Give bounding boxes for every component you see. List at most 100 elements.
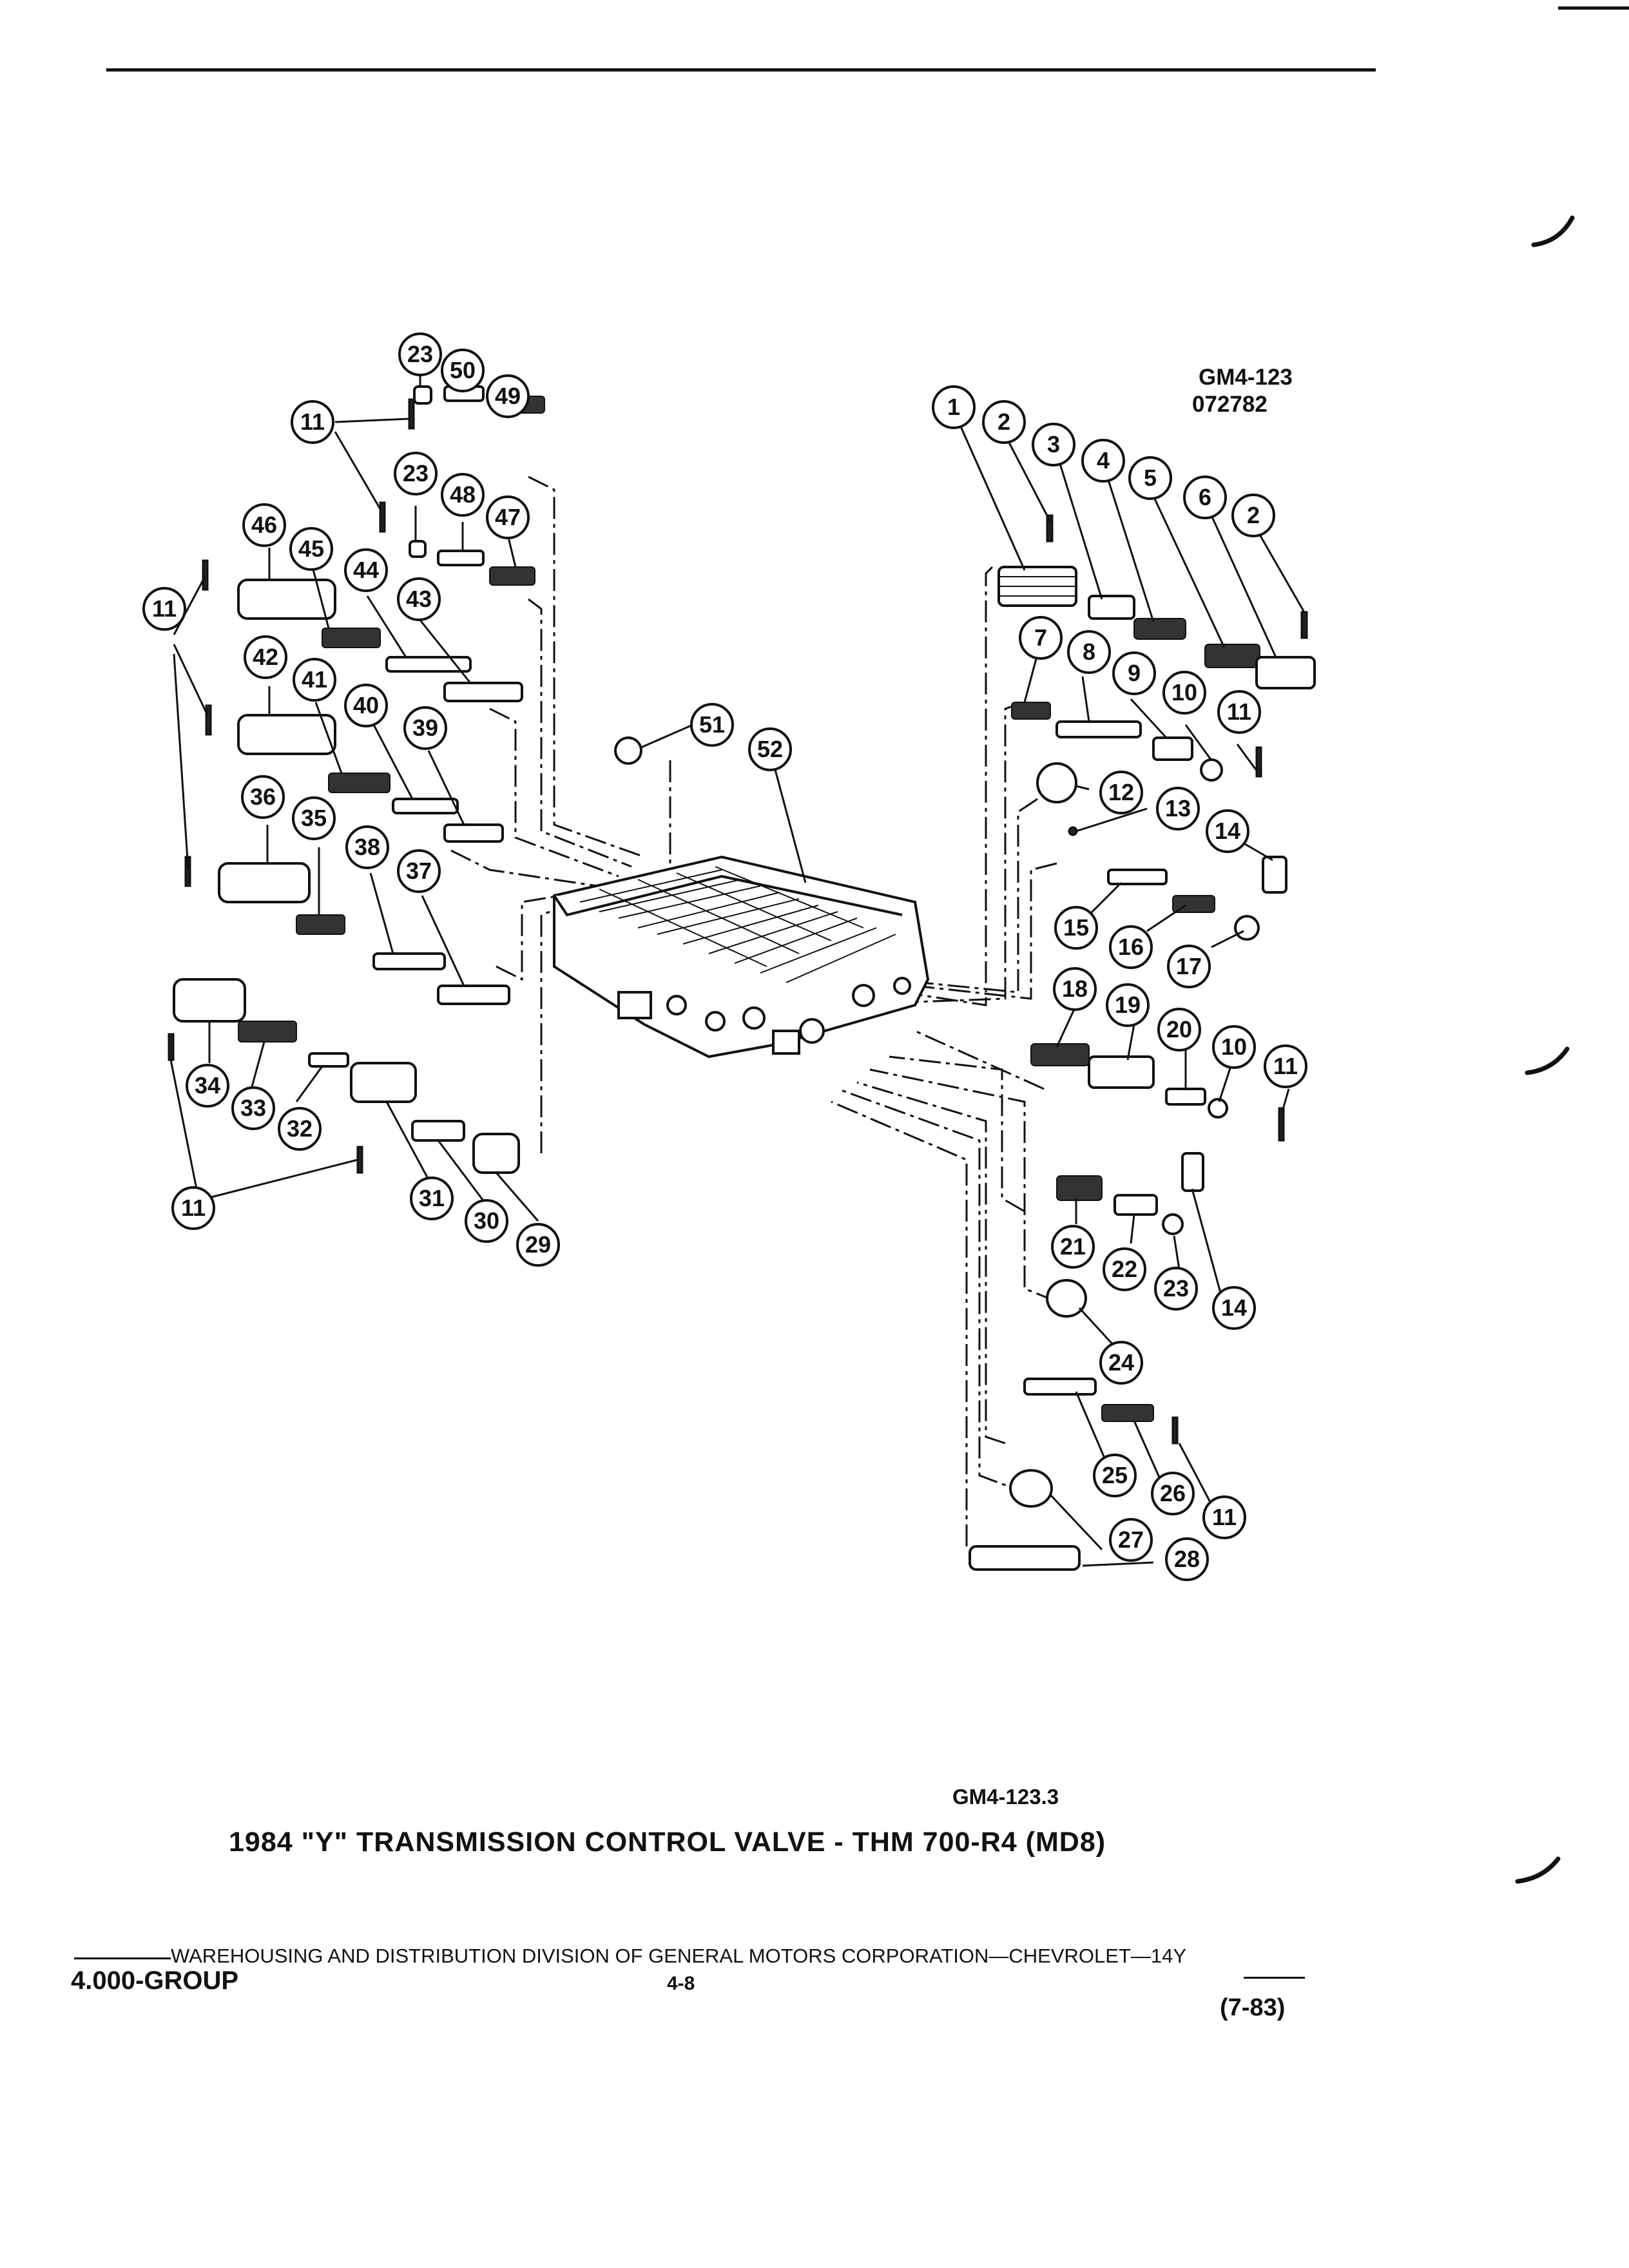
callout-37: 37 — [397, 849, 441, 893]
callout-8: 8 — [1067, 630, 1111, 674]
part-29-plug — [472, 1133, 520, 1174]
callout-39: 39 — [403, 706, 447, 750]
callout-number: 30 — [474, 1207, 499, 1234]
assembly-lines — [450, 476, 1057, 1546]
callout-circle — [486, 374, 530, 418]
callout-11: 11 — [1264, 1044, 1307, 1088]
callout-circle — [1206, 809, 1249, 853]
part-22-valve — [1113, 1194, 1158, 1216]
callout-number: 7 — [1034, 624, 1047, 651]
callout-number: 10 — [1171, 679, 1197, 706]
valve-body — [553, 855, 930, 1059]
part-11-pin-c — [1171, 1416, 1179, 1445]
part-26-spring — [1101, 1404, 1154, 1422]
callout-circle — [1099, 1341, 1143, 1385]
callout-11: 11 — [171, 1186, 215, 1230]
part-35-spring — [296, 914, 345, 935]
callout-number: 11 — [1273, 1053, 1298, 1079]
callout-30: 30 — [465, 1199, 508, 1243]
part-6-sleeve — [1255, 656, 1316, 689]
part-51-plug — [614, 736, 642, 765]
callout-number: 18 — [1062, 975, 1088, 1002]
callout-number: 43 — [406, 586, 432, 612]
callout-circle — [1032, 423, 1075, 466]
callout-circle — [932, 385, 976, 429]
part-11-pin-f2 — [356, 1146, 363, 1174]
callout-6: 6 — [1183, 476, 1227, 519]
binding-mark — [1525, 1046, 1570, 1075]
callout-circle — [289, 527, 333, 571]
callout-circle — [1157, 1008, 1201, 1052]
part-27-plug — [1009, 1469, 1053, 1508]
callout-circle — [242, 503, 286, 547]
part-34-sleeve — [173, 978, 246, 1023]
callout-number: 23 — [407, 341, 433, 367]
callout-22: 22 — [1103, 1247, 1146, 1291]
callout-26: 26 — [1151, 1472, 1195, 1515]
part-10-plug — [1200, 758, 1223, 782]
callout-number: 17 — [1176, 953, 1202, 979]
callout-44: 44 — [344, 548, 388, 592]
part-23-plug-c — [409, 540, 427, 558]
callout-19: 19 — [1106, 983, 1150, 1027]
part-15-valve — [1107, 869, 1168, 885]
callout-circle — [1183, 476, 1227, 519]
part-37-valve — [437, 985, 510, 1005]
callout-number: 23 — [403, 460, 429, 486]
callout-circle — [1103, 1247, 1146, 1291]
figure-date: 072782 — [1192, 392, 1268, 417]
callout-31: 31 — [410, 1177, 454, 1220]
callout-number: 19 — [1115, 992, 1141, 1018]
callout-number: 6 — [1199, 484, 1211, 510]
callout-number: 42 — [253, 644, 278, 670]
callout-43: 43 — [397, 577, 441, 621]
callout-24: 24 — [1099, 1341, 1143, 1385]
callout-28: 28 — [1165, 1537, 1209, 1581]
callout-number: 12 — [1108, 779, 1134, 805]
part-40-valve — [392, 798, 459, 814]
callout-circle — [1054, 906, 1098, 950]
callout-circle — [398, 332, 442, 376]
part-19-sleeve — [1088, 1055, 1155, 1089]
callout-3: 3 — [1032, 423, 1075, 466]
part-10-plug-b — [1208, 1098, 1228, 1119]
part-38-valve — [372, 952, 446, 970]
callout-circle — [231, 1086, 275, 1130]
part-11-pin-d — [408, 398, 415, 430]
callout-circle — [1099, 771, 1143, 814]
footer-line: WAREHOUSING AND DISTRIBUTION DIVISION OF… — [171, 1945, 1187, 1967]
callout-circle — [1212, 1025, 1256, 1069]
part-45-spring — [322, 628, 381, 648]
callout-20: 20 — [1157, 1008, 1201, 1052]
footer-page: 4-8 — [667, 1973, 695, 1994]
callout-number: 11 — [1212, 1504, 1237, 1530]
callout-23: 23 — [1154, 1267, 1198, 1311]
callout-27: 27 — [1109, 1518, 1153, 1562]
callout-circle — [403, 706, 447, 750]
callout-11: 11 — [1217, 690, 1261, 734]
part-32-valve — [308, 1052, 349, 1068]
callout-number: 21 — [1060, 1233, 1086, 1260]
callout-circle — [1167, 945, 1211, 988]
callout-40: 40 — [344, 684, 388, 727]
callout-12: 12 — [1099, 771, 1143, 814]
callout-circle — [465, 1199, 508, 1243]
part-2-pin — [1046, 514, 1054, 543]
callout-circle — [1019, 616, 1063, 660]
callout-number: 9 — [1128, 660, 1141, 686]
part-46-sleeve — [237, 579, 336, 620]
callout-circle — [1109, 1518, 1153, 1562]
callout-number: 23 — [1163, 1275, 1189, 1302]
callout-5: 5 — [1128, 456, 1172, 500]
callout-circle — [486, 495, 530, 539]
leader-lines — [169, 364, 1306, 1567]
callout-circle — [1067, 630, 1111, 674]
callout-number: 1 — [947, 394, 960, 420]
callout-11: 11 — [291, 400, 334, 444]
callout-46: 46 — [242, 503, 286, 547]
callout-circle — [171, 1186, 215, 1230]
callout-number: 39 — [412, 715, 438, 741]
part-8-valve — [1055, 720, 1142, 738]
callout-circle — [394, 452, 438, 495]
callout-circle — [441, 349, 485, 392]
